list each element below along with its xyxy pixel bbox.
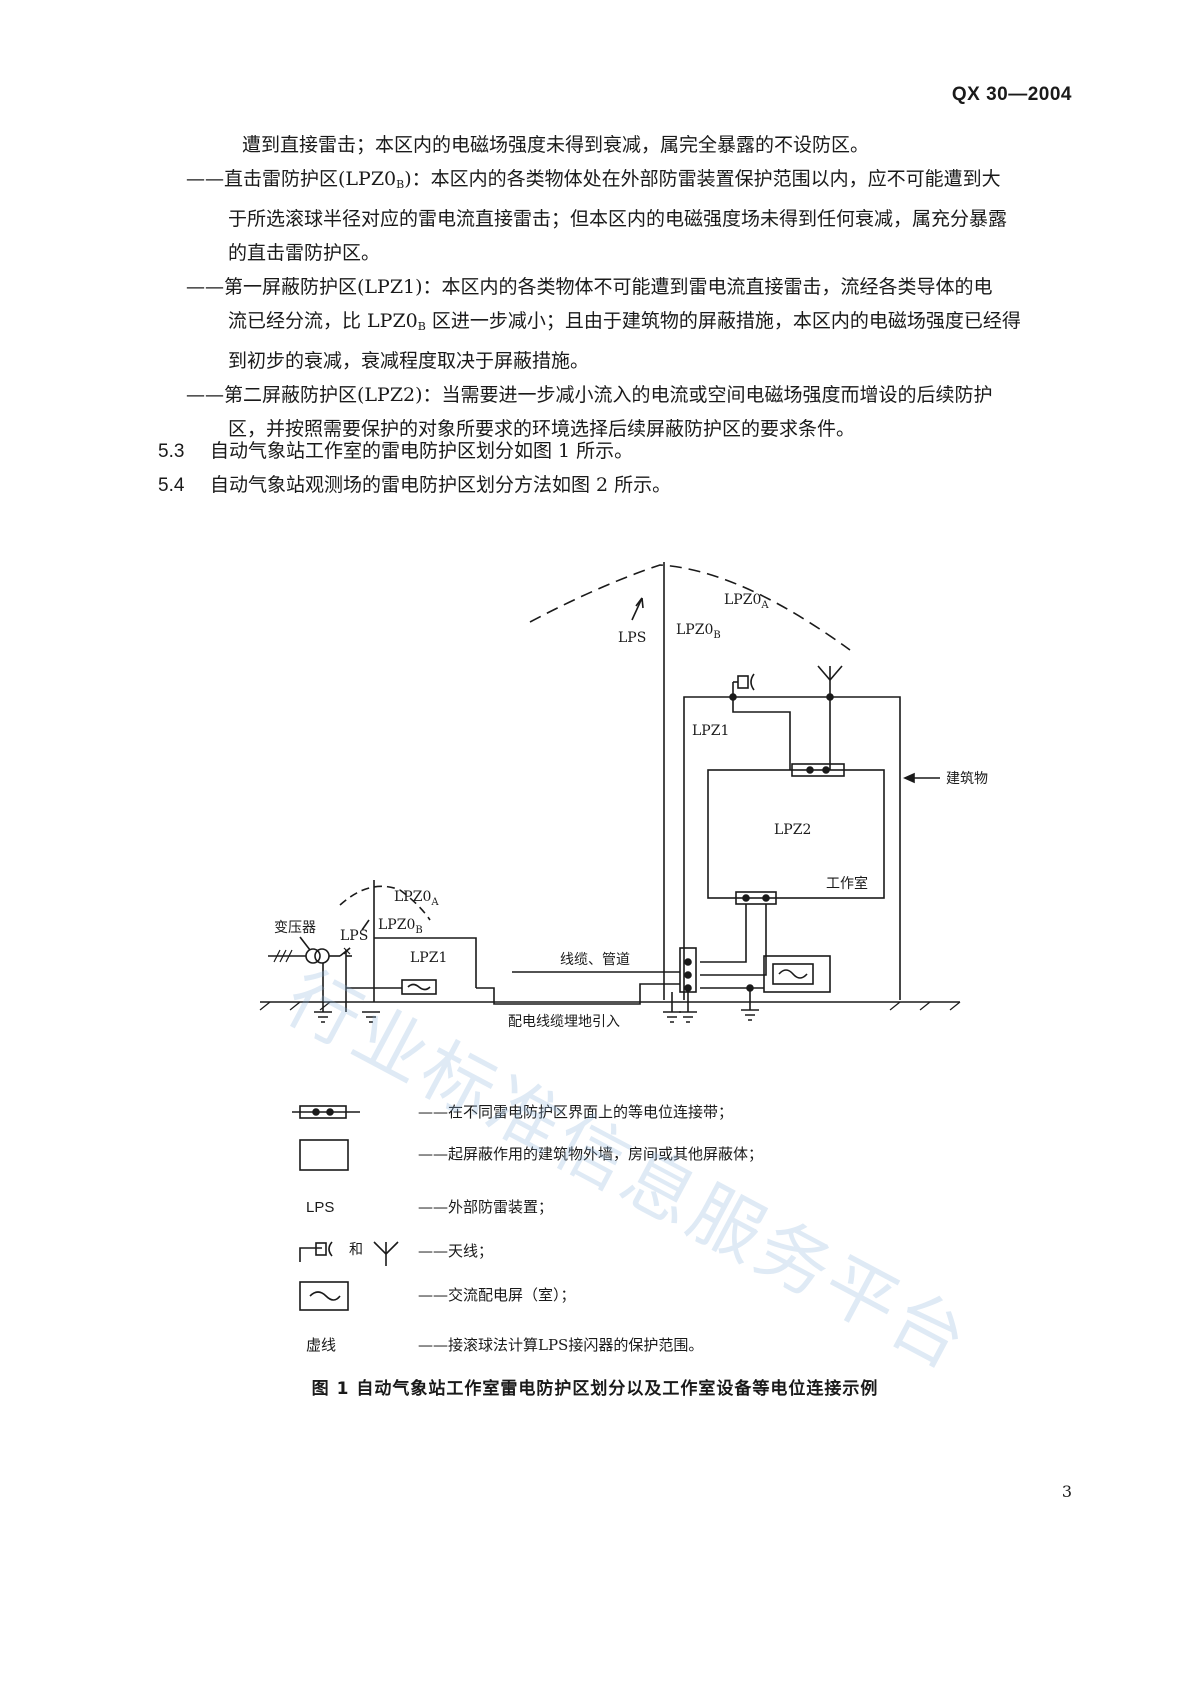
- text-line: ——直击雷防护区(LPZ0B)：本区内的各类物体处在外部防雷装置保护范围以内，应…: [186, 168, 1001, 191]
- text-line: 于所选滚球半径对应的雷电流直接雷击；但本区内的电磁强度场未得到任何衰减，属充分暴…: [228, 208, 1008, 230]
- ac-panel-building: [763, 955, 831, 993]
- text-line: ——第二屏蔽防护区(LPZ2)：当需要进一步减小流入的电流或空间电磁场强度而增设…: [186, 384, 993, 406]
- document-code: QX 30—2004: [951, 84, 1072, 105]
- antenna-dish: [750, 673, 755, 691]
- text-line: ——第一屏蔽防护区(LPZ1)：本区内的各类物体不可能遭到雷电流直接雷击，流经各…: [186, 276, 993, 298]
- legend-text: ——外部防雷装置；: [418, 1198, 553, 1216]
- building-wall: [683, 696, 901, 1000]
- section-number: 5.3: [158, 441, 185, 462]
- legend-texts: ——在不同雷电防护区界面上的等电位连接带； ——起屏蔽作用的建筑物外墙，房间或其…: [418, 1103, 763, 1354]
- text-line: 的直击雷防护区。: [228, 242, 381, 264]
- legend-text: ——在不同雷电防护区界面上的等电位连接带；: [418, 1103, 733, 1121]
- transformer-label: 变压器: [274, 920, 316, 936]
- workroom-label: 工作室: [826, 875, 868, 892]
- lpz0b-label: LPZ0B: [676, 622, 721, 641]
- page-number: 3: [1061, 1482, 1072, 1501]
- section-text: 自动气象站观测场的雷电防护区划分方法如图 2 所示。: [210, 474, 672, 496]
- lpz1-label: LPZ1: [692, 723, 729, 739]
- antenna-icon: [737, 675, 749, 689]
- lpz2-label: LPZ2: [774, 822, 811, 838]
- lpz0b-small-label: LPZ0B: [378, 917, 423, 936]
- body-text: 遭到直接雷击；本区内的电磁场强度未得到衰减，属完全暴露的不设防区。: [200, 128, 1080, 162]
- section-number: 5.4: [158, 475, 185, 496]
- lpz0a-small-label: LPZ0A: [394, 889, 439, 908]
- ground-symbols: [314, 1009, 759, 1023]
- section-text: 自动气象站工作室的雷电防护区划分如图 1 所示。: [210, 440, 634, 462]
- section-5-3: 5.3 自动气象站工作室的雷电防护区划分如图 1 所示。: [158, 434, 633, 469]
- legend-text: ——天线；: [418, 1242, 493, 1260]
- cable-pipe-label: 线缆、管道: [560, 952, 630, 968]
- buried-cable-label: 配电线缆埋地引入: [508, 1014, 620, 1030]
- lps-small-label: LPS: [340, 928, 368, 944]
- workroom-box: [707, 769, 885, 899]
- legend-text: ——起屏蔽作用的建筑物外墙，房间或其他屏蔽体；: [418, 1145, 763, 1163]
- body-text-lpz0b: ——直击雷防护区(LPZ0B)：本区内的各类物体处在外部防雷装置保护范围以内，应…: [186, 162, 1066, 446]
- buried-cable: [476, 983, 680, 1005]
- text-line: 遭到直接雷击；本区内的电磁场强度未得到衰减，属完全暴露的不设防区。: [242, 134, 870, 156]
- lpz-diagram: LPS LPZ0B LPZ0A LPZ1 建筑物 LPZ2 工作室 线缆、管道 …: [259, 562, 988, 1354]
- section-5-4: 5.4 自动气象站观测场的雷电防护区划分方法如图 2 所示。: [158, 468, 671, 503]
- text-line: 流已经分流，比 LPZ0B 区进一步减小；且由于建筑物的屏蔽措施，本区内的电磁场…: [228, 310, 1021, 333]
- figure-caption: 图 1 自动气象站工作室雷电防护区划分以及工作室设备等电位连接示例: [311, 1379, 879, 1399]
- legend: LPS 和 虚线: [292, 1105, 399, 1354]
- legend-dashed: 虚线: [306, 1336, 336, 1354]
- equipotential-bar-room: [735, 891, 777, 905]
- legend-lps: LPS: [306, 1199, 334, 1216]
- lps-arrow: [631, 597, 643, 621]
- legend-text: ——交流配电屏（室）；: [418, 1286, 576, 1304]
- building-label: 建筑物: [946, 771, 988, 787]
- text-line: 到初步的衰减，衰减程度取决于屏蔽措施。: [228, 350, 590, 372]
- lpz0a-label: LPZ0A: [724, 592, 769, 611]
- small-protection-arc: [339, 885, 401, 906]
- legend-text: ——接滚球法计算LPS接闪器的保护范围。: [418, 1336, 703, 1354]
- lpz1-small-label: LPZ1: [410, 950, 447, 966]
- legend-and: 和: [349, 1242, 363, 1258]
- ac-panel-small: [401, 979, 437, 995]
- text-line: 区，并按照需要保护的对象所要求的环境选择后续屏蔽防护区的要求条件。: [228, 418, 856, 440]
- lpz1-small-box: [374, 937, 477, 988]
- lps-label: LPS: [618, 630, 646, 646]
